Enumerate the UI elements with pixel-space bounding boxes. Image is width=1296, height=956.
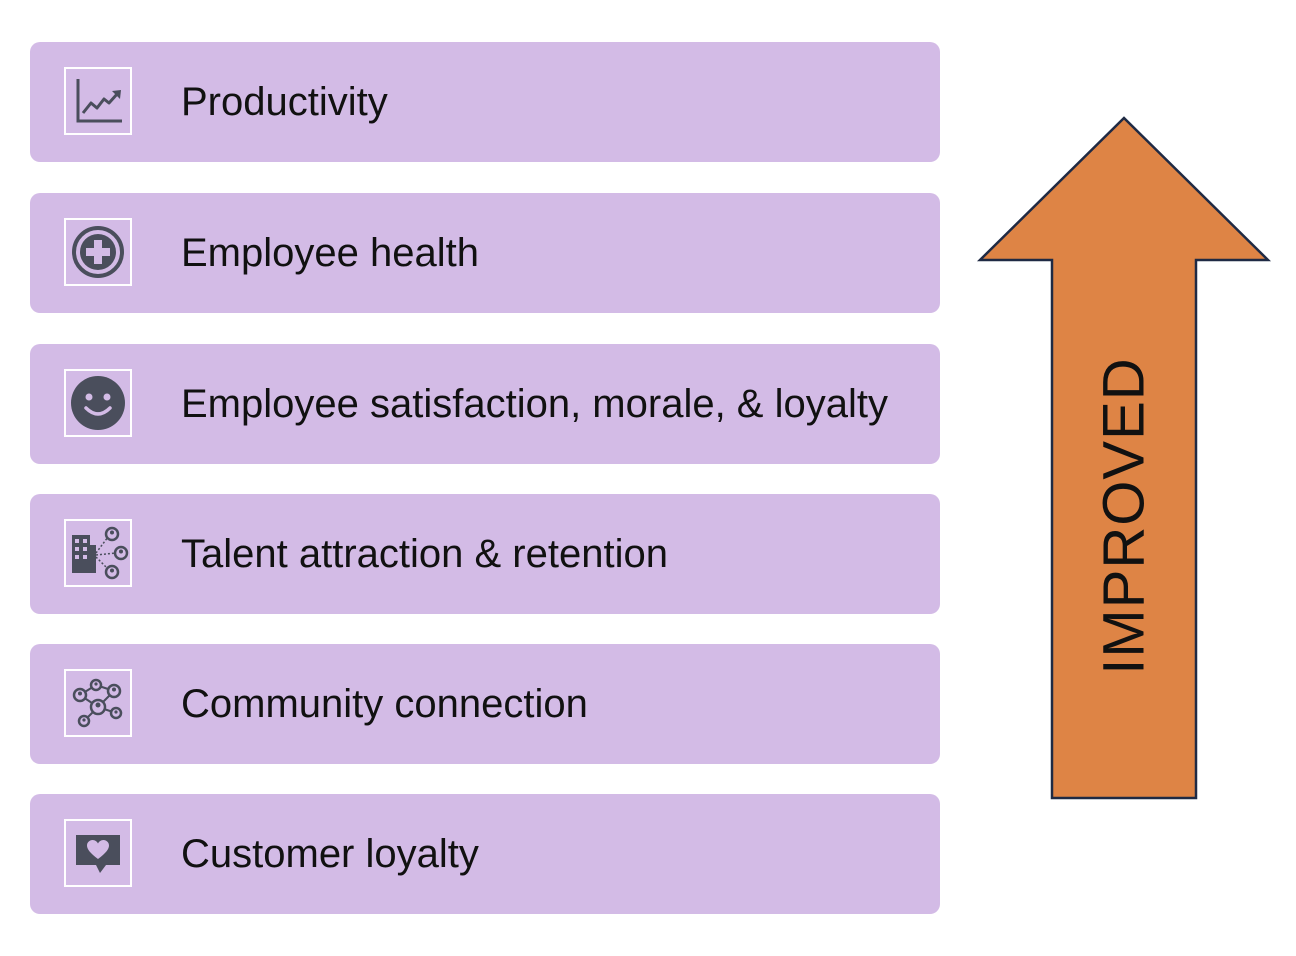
item-employee-health: Employee health bbox=[30, 193, 940, 313]
item-label: Productivity bbox=[181, 80, 388, 124]
item-customer-loyalty: Customer loyalty bbox=[30, 794, 940, 914]
item-label: Employee satisfaction, morale, & loyalty bbox=[181, 382, 888, 426]
building-people-icon bbox=[64, 519, 132, 587]
item-community-connection: Community connection bbox=[30, 644, 940, 764]
heart-message-icon bbox=[64, 819, 132, 887]
medical-plus-icon bbox=[64, 218, 132, 286]
item-talent-attraction: Talent attraction & retention bbox=[30, 494, 940, 614]
item-label: Talent attraction & retention bbox=[181, 532, 668, 576]
improved-arrow bbox=[976, 116, 1272, 800]
item-productivity: Productivity bbox=[30, 42, 940, 162]
line-chart-icon bbox=[64, 67, 132, 135]
item-employee-satisfaction: Employee satisfaction, morale, & loyalty bbox=[30, 344, 940, 464]
smiley-face-icon bbox=[64, 369, 132, 437]
network-people-icon bbox=[64, 669, 132, 737]
item-label: Employee health bbox=[181, 231, 479, 275]
item-label: Customer loyalty bbox=[181, 832, 479, 876]
arrow-shape bbox=[976, 116, 1272, 800]
arrow-label: IMPROVED bbox=[1091, 357, 1157, 675]
item-label: Community connection bbox=[181, 682, 588, 726]
